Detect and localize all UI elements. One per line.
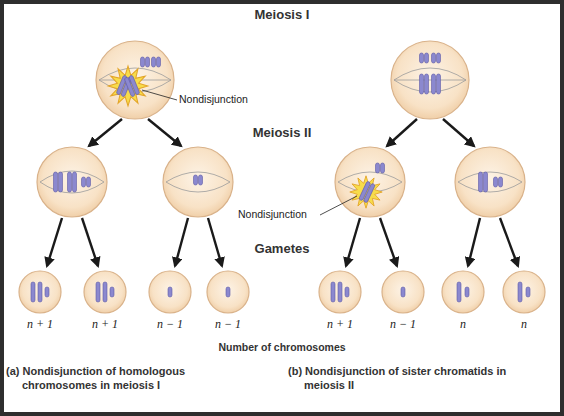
gamete-outline bbox=[18, 270, 62, 314]
callout-label: Nondisjunction bbox=[179, 93, 279, 106]
gamete-cell: n − 1 bbox=[381, 270, 425, 314]
division-arrows bbox=[47, 119, 518, 266]
gamete-cell: n − 1 bbox=[206, 270, 250, 314]
chromosome-count: n + 1 bbox=[63, 317, 147, 332]
chromosome-count: n − 1 bbox=[128, 317, 212, 332]
chromosome-count: n bbox=[482, 317, 564, 332]
callout-label: Nondisjunction bbox=[238, 208, 322, 221]
chromosome bbox=[457, 282, 461, 302]
chromosome bbox=[465, 287, 469, 297]
chromosome bbox=[103, 282, 107, 302]
chromosome-count: n − 1 bbox=[186, 317, 270, 332]
gamete-outline bbox=[148, 270, 192, 314]
cell bbox=[455, 147, 525, 217]
cell bbox=[96, 41, 174, 119]
chromosome-count: n bbox=[421, 317, 505, 332]
chromosome bbox=[526, 287, 530, 297]
chromosome bbox=[338, 282, 342, 302]
chromosome bbox=[96, 282, 100, 302]
cell bbox=[391, 41, 469, 119]
gamete-cell: n bbox=[441, 270, 485, 314]
chromosome-count: n + 1 bbox=[298, 317, 382, 332]
gamete-cell: n − 1 bbox=[148, 270, 192, 314]
gamete-cell: n + 1 bbox=[83, 270, 127, 314]
panel-caption: (a) Nondisjunction of homologous chromos… bbox=[6, 364, 238, 393]
stage-heading: Meiosis I bbox=[212, 7, 352, 23]
gamete-cell: n + 1 bbox=[318, 270, 362, 314]
gamete-outline bbox=[206, 270, 250, 314]
cell bbox=[163, 147, 233, 217]
gamete-cell: n bbox=[502, 270, 546, 314]
leader-lines bbox=[142, 90, 357, 215]
chromosome bbox=[345, 287, 349, 297]
chromosome bbox=[331, 282, 335, 302]
chromosome bbox=[38, 282, 42, 302]
gamete-outline bbox=[381, 270, 425, 314]
stage-heading: Meiosis II bbox=[212, 125, 352, 141]
chromosome bbox=[518, 282, 522, 302]
stage-heading: Gametes bbox=[212, 241, 352, 257]
chromosome-count: n + 1 bbox=[0, 317, 82, 332]
chromosome bbox=[226, 287, 230, 297]
chromosome bbox=[31, 282, 35, 302]
cell bbox=[37, 147, 107, 217]
cell bbox=[335, 147, 405, 217]
chromosome bbox=[168, 287, 172, 297]
gamete-outline bbox=[83, 270, 127, 314]
gamete-outline bbox=[318, 270, 362, 314]
axis-label: Number of chromosomes bbox=[152, 341, 412, 354]
gamete-outline bbox=[502, 270, 546, 314]
chromosome bbox=[45, 287, 49, 297]
panel-caption: (b) Nondisjunction of sister chromatids … bbox=[288, 364, 508, 393]
gamete-outline bbox=[441, 270, 485, 314]
chromosome bbox=[401, 287, 405, 297]
chromosome-count: n − 1 bbox=[361, 317, 445, 332]
chromosome bbox=[110, 287, 114, 297]
gamete-cell: n + 1 bbox=[18, 270, 62, 314]
